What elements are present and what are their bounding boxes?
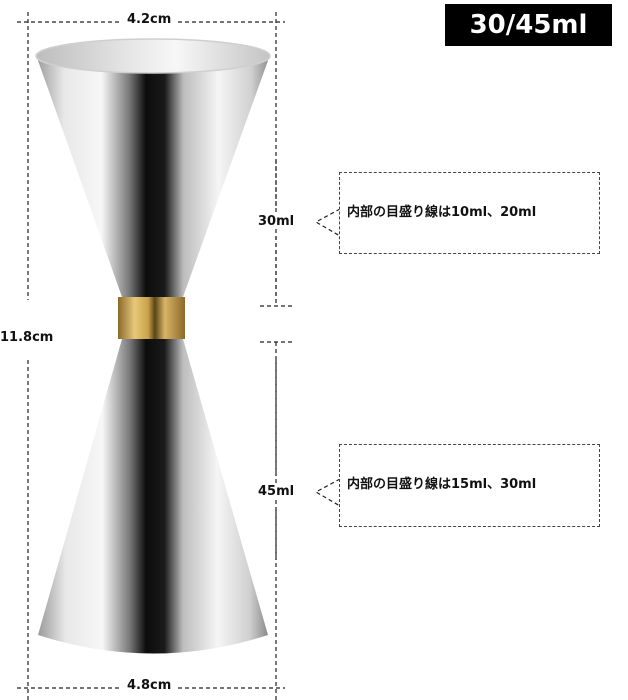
lower-capacity-label: 45ml (258, 484, 295, 499)
dimension-lines (17, 12, 341, 700)
gold-band (118, 297, 185, 339)
upper-note-text: 内部の目盛り線は10ml、20ml (347, 205, 537, 220)
capacity-badge: 30/45ml (445, 4, 612, 46)
lower-note-box: 内部の目盛り線は15ml、30ml (339, 444, 600, 527)
upper-note-box: 内部の目盛り線は10ml、20ml (339, 172, 600, 254)
upper-capacity-label: 30ml (258, 214, 295, 229)
lower-cone (38, 339, 268, 654)
lower-note-text: 内部の目盛り線は15ml、30ml (347, 477, 537, 492)
total-height-label: 11.8cm (0, 330, 54, 345)
top-width-label: 4.2cm (124, 12, 175, 27)
bottom-width-label: 4.8cm (124, 678, 175, 693)
upper-cone (35, 38, 271, 297)
